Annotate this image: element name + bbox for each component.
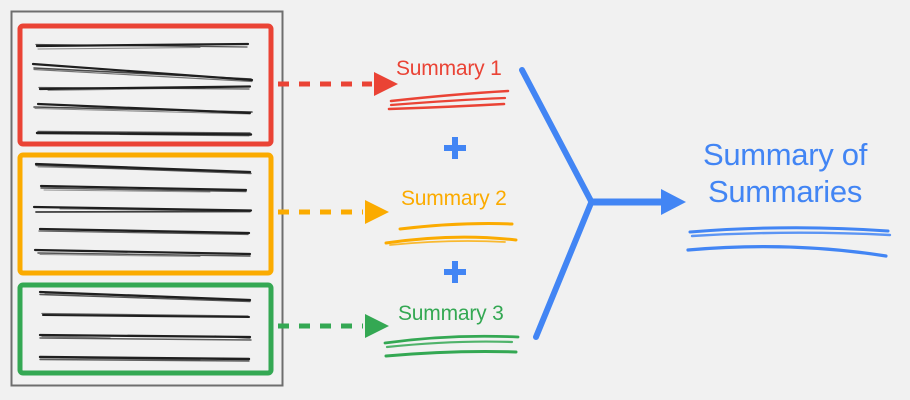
summary-3-underlines	[383, 334, 520, 358]
document-section-red-text-lines	[31, 42, 254, 137]
summary-1-label: Summary 1	[396, 57, 502, 80]
connector-arrow-red	[278, 72, 398, 96]
connector-arrow-orange	[278, 200, 389, 224]
final-output-line-1: Summary of	[702, 137, 868, 172]
document-section-red-border	[17, 23, 274, 147]
summary-2-label: Summary 2	[401, 187, 507, 210]
final-output-line-2: Summaries	[707, 173, 863, 209]
document-section-orange-text-lines	[32, 162, 253, 257]
plus-operator-1	[444, 137, 466, 159]
document-section-red[interactable]	[17, 23, 274, 147]
source-documents-container	[10, 10, 284, 387]
document-section-orange[interactable]	[17, 152, 274, 276]
document-section-green-text-lines	[38, 290, 252, 362]
plus-operator-2	[444, 261, 466, 283]
summary-1-underlines	[387, 89, 510, 111]
document-section-green[interactable]	[17, 282, 274, 376]
document-section-green-border	[17, 282, 274, 376]
final-output-title: Summary of Summaries	[678, 137, 892, 210]
summary-2-underlines	[384, 222, 518, 246]
connector-arrow-green	[278, 314, 389, 338]
summary-3-label: Summary 3	[398, 302, 504, 325]
document-section-orange-border	[17, 152, 274, 276]
final-output-underlines	[686, 226, 892, 258]
merge-arrow	[519, 67, 686, 340]
